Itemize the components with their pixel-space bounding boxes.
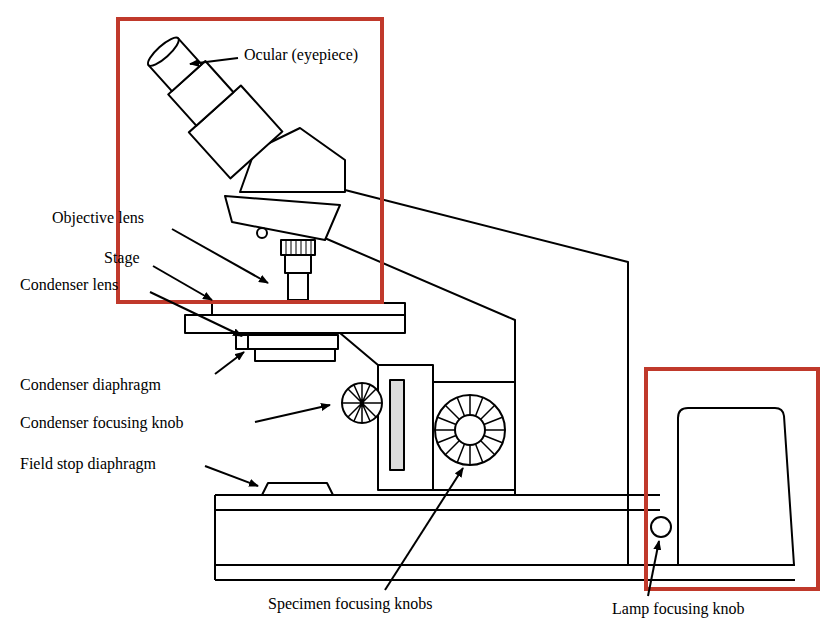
part-label: Specimen focusing knobs [268,595,432,613]
part-label: Condenser diaphragm [20,376,161,394]
part-label: Field stop diaphragm [20,455,156,473]
part-label: Stage [104,249,140,267]
part-label: Lamp focusing knob [612,600,744,618]
part-label: Condenser focusing knob [20,414,184,432]
part-label: Objective lens [52,209,144,227]
part-label: Ocular (eyepiece) [244,46,358,64]
part-label: Condenser lens [20,276,118,294]
